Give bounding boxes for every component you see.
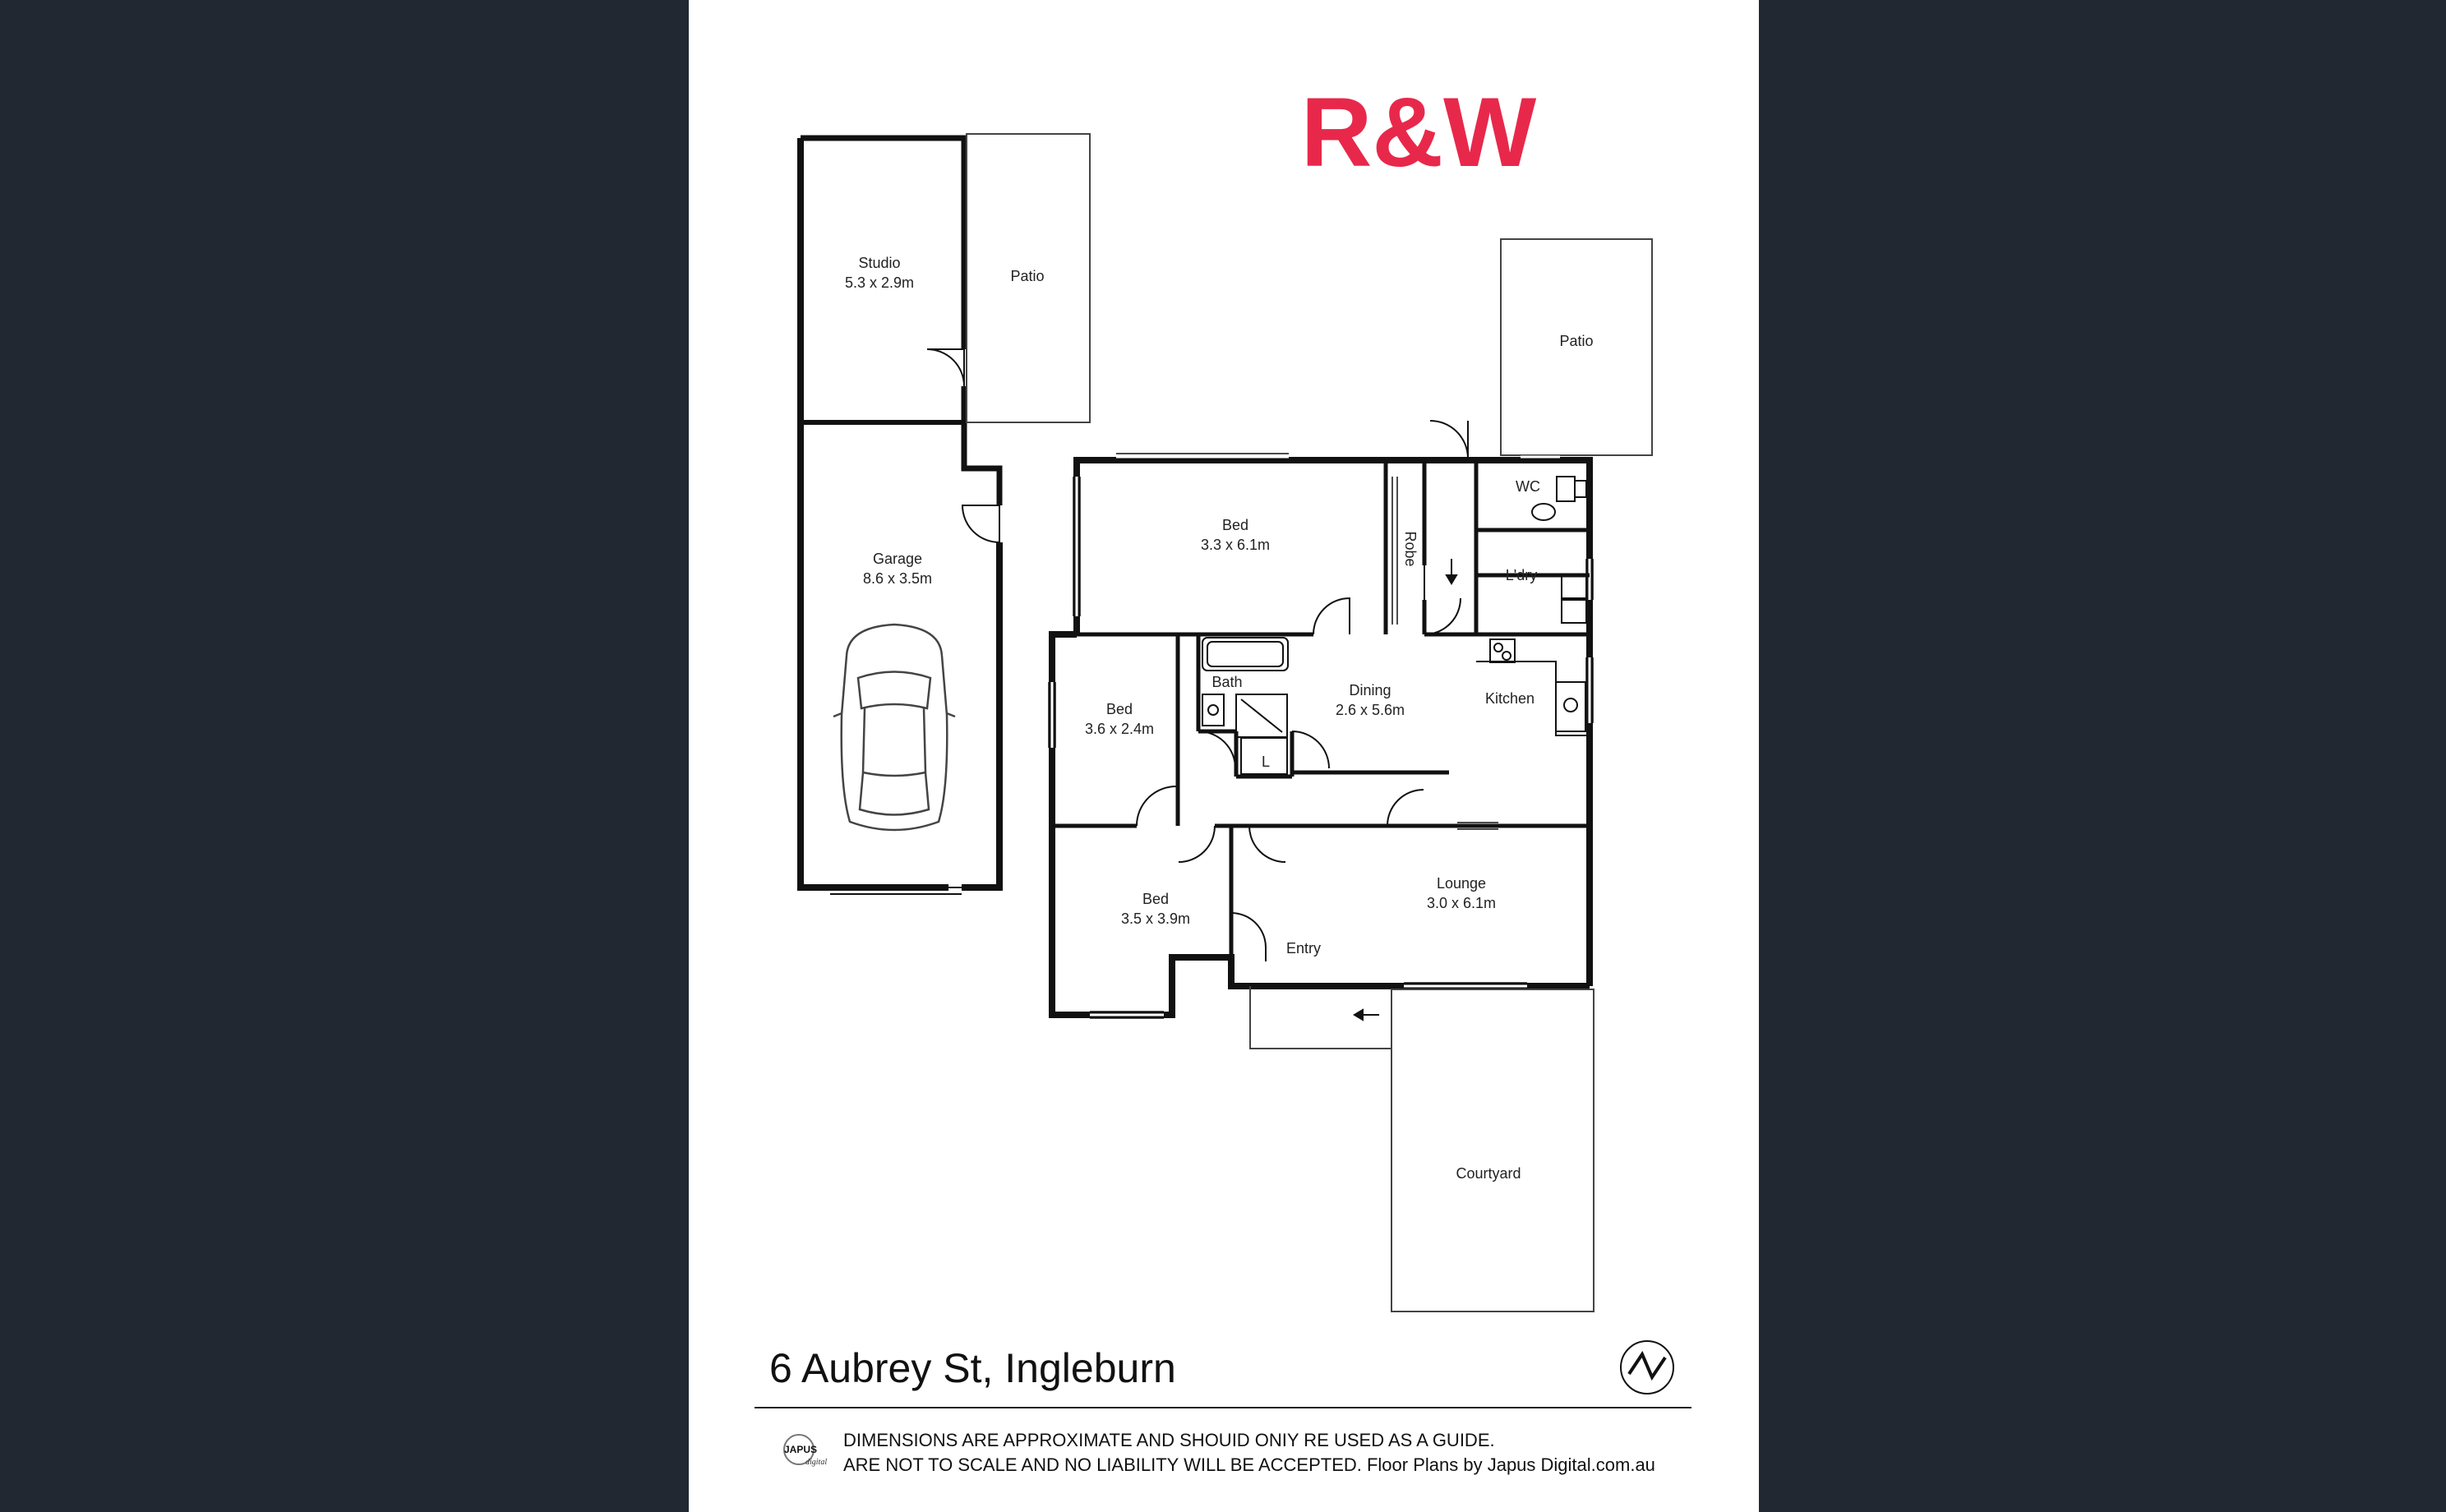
room-dining-name: Dining xyxy=(1349,682,1391,698)
disclaimer-line-2: ARE NOT TO SCALE AND NO LIABILITY WILL B… xyxy=(843,1454,1655,1475)
property-address: 6 Aubrey St, Ingleburn xyxy=(769,1345,1176,1391)
footer-divider xyxy=(755,1407,1691,1408)
room-garage-name: Garage xyxy=(873,551,922,567)
japus-logo-sub: digital xyxy=(805,1458,827,1467)
room-entry-name: Entry xyxy=(1286,940,1321,957)
room-bed-two-name: Bed xyxy=(1106,701,1133,717)
disclaimer-line-1: DIMENSIONS ARE APPROXIMATE AND SHOUID ON… xyxy=(843,1430,1495,1450)
disclaimer: DIMENSIONS ARE APPROXIMATE AND SHOUID ON… xyxy=(843,1428,1655,1477)
room-wc-name: WC xyxy=(1516,478,1540,495)
room-bed-two-size: 3.6 x 2.4m xyxy=(1085,721,1154,737)
brand-logo: R&W xyxy=(1301,77,1537,187)
lounge-slider xyxy=(1457,822,1498,830)
patio-right-outline xyxy=(1500,238,1653,456)
room-robe-name: Robe xyxy=(1402,531,1419,566)
garage-door xyxy=(961,505,1000,544)
japus-logo-icon: JAPUS digital xyxy=(783,1434,827,1467)
japus-logo-text: JAPUS xyxy=(784,1444,817,1455)
house-interior-walls xyxy=(1052,460,1590,957)
house-exterior-walls xyxy=(1049,455,1593,1018)
interior-doors xyxy=(1135,420,1469,961)
room-lounge-size: 3.0 x 6.1m xyxy=(1427,895,1496,911)
car-icon xyxy=(833,623,956,832)
north-arrow-icon xyxy=(1620,1340,1674,1394)
room-dining-size: 2.6 x 5.6m xyxy=(1336,702,1405,718)
room-laundry-name: L'dry xyxy=(1506,567,1537,583)
room-bed-master-name: Bed xyxy=(1222,517,1248,533)
room-lounge-name: Lounge xyxy=(1437,875,1486,892)
studio-garage-walls xyxy=(797,135,1003,895)
room-bed-three-size: 3.5 x 3.9m xyxy=(1121,910,1190,927)
room-linen-name: L xyxy=(1262,754,1270,770)
fixtures xyxy=(1202,476,1590,775)
entry-arrows xyxy=(1353,559,1458,1021)
room-bed-master-size: 3.3 x 6.1m xyxy=(1201,537,1270,553)
room-courtyard-name: Courtyard xyxy=(1456,1165,1521,1182)
room-bed-three-name: Bed xyxy=(1142,891,1169,907)
room-patio-right-name: Patio xyxy=(1559,333,1593,349)
room-studio-name: Studio xyxy=(858,255,900,271)
floor-plan-sheet: R&W xyxy=(689,0,1759,1512)
studio-door xyxy=(926,348,965,387)
room-garage-size: 8.6 x 3.5m xyxy=(863,570,932,587)
patio-left-outline xyxy=(966,133,1091,423)
outdoor-outlines xyxy=(1249,986,1595,1312)
room-kitchen-name: Kitchen xyxy=(1485,690,1535,707)
floor-plan: R&W xyxy=(797,77,1653,1312)
room-bath-name: Bath xyxy=(1211,674,1242,690)
room-studio-size: 5.3 x 2.9m xyxy=(845,274,914,291)
room-labels: Studio 5.3 x 2.9m Patio Garage 8.6 x 3.5… xyxy=(845,255,1594,1182)
room-patio-left-name: Patio xyxy=(1010,268,1044,284)
